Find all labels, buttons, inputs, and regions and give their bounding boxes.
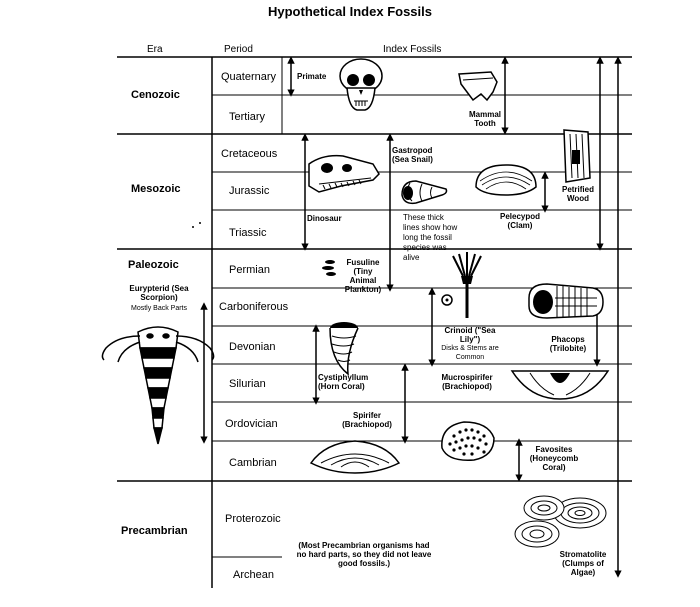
period-triassic: Triassic xyxy=(229,227,266,239)
thick-lines-note: These thick lines show how long the foss… xyxy=(403,213,459,263)
brachiopod-icon xyxy=(512,371,608,399)
label-primate: Primate xyxy=(297,72,326,81)
label-favosites: Favosites (Honeycomb Coral) xyxy=(522,445,586,472)
dinosaur-skull-icon xyxy=(309,156,379,192)
period-tertiary: Tertiary xyxy=(229,111,265,123)
crinoid-note: Disks & Stems are Common xyxy=(433,344,507,362)
clam-icon xyxy=(476,165,536,195)
label-crinoid: Crinoid ("Sea Lily") xyxy=(438,326,502,344)
period-devonian: Devonian xyxy=(229,341,275,353)
period-cambrian: Cambrian xyxy=(229,457,277,469)
period-quaternary: Quaternary xyxy=(221,71,276,83)
label-eurypterid: Eurypterid (Sea Scorpion) xyxy=(120,284,198,302)
period-silurian: Silurian xyxy=(229,378,266,390)
spirifer-icon xyxy=(311,441,399,473)
mammal-tooth-icon xyxy=(459,72,497,100)
speck-marks xyxy=(192,222,201,228)
label-cystiphyllum: Cystiphyllum (Horn Coral) xyxy=(318,373,382,391)
eurypterid-note: Mostly Back Parts xyxy=(120,304,198,314)
period-archean: Archean xyxy=(233,569,274,581)
label-spirifer: Spirifer (Brachiopod) xyxy=(333,411,401,429)
sea-scorpion-icon xyxy=(102,327,213,444)
stromatolite-icon xyxy=(515,496,606,547)
label-pelecypod: Pelecypod (Clam) xyxy=(488,212,552,230)
label-petrified-wood: Petrified Wood xyxy=(553,185,603,203)
honeycomb-coral-icon xyxy=(442,422,494,460)
label-gastropod: Gastropod (Sea Snail) xyxy=(392,146,450,164)
primate-skull-icon xyxy=(340,59,382,110)
period-cretaceous: Cretaceous xyxy=(221,148,277,160)
label-fusuline: Fusuline (Tiny Animal Plankton) xyxy=(340,258,386,294)
gastropod-icon xyxy=(402,181,447,203)
fusuline-icon xyxy=(322,260,336,276)
label-mammal-tooth: Mammal Tooth xyxy=(460,110,510,128)
label-stromatolite: Stromatolite (Clumps of Algae) xyxy=(550,550,616,577)
era-precambrian: Precambrian xyxy=(121,525,188,537)
period-carboniferous: Carboniferous xyxy=(219,301,288,313)
label-mucrospirifer: Mucrospirifer (Brachiopod) xyxy=(430,373,504,391)
period-jurassic: Jurassic xyxy=(229,185,269,197)
period-proterozoic: Proterozoic xyxy=(225,513,281,525)
label-phacops: Phacops (Trilobite) xyxy=(540,335,596,353)
trilobite-icon xyxy=(529,284,603,318)
precambrian-note: (Most Precambrian organisms had no hard … xyxy=(294,541,434,568)
era-paleozoic: Paleozoic xyxy=(128,259,179,271)
label-dinosaur: Dinosaur xyxy=(307,214,342,223)
era-cenozoic: Cenozoic xyxy=(131,89,180,101)
period-permian: Permian xyxy=(229,264,270,276)
horn-coral-icon xyxy=(330,322,358,374)
petrified-wood-icon xyxy=(564,130,590,182)
period-ordovician: Ordovician xyxy=(225,418,278,430)
era-mesozoic: Mesozoic xyxy=(131,183,181,195)
